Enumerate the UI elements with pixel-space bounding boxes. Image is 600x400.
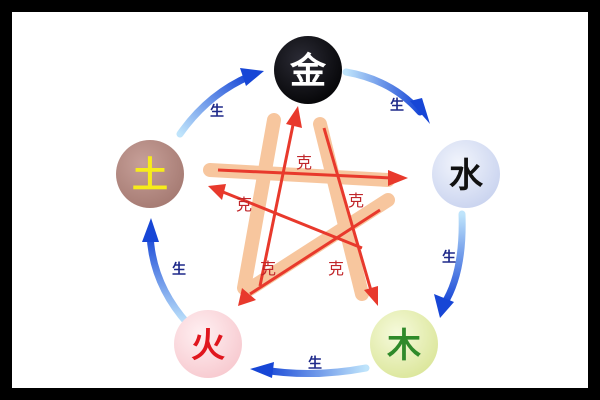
node-metal-label: 金 [289,50,327,92]
node-fire: 火 [174,310,242,378]
sheng-label-metal-water: 生 [390,97,404,114]
ke-label-right: 克 [348,191,364,210]
sheng-arrow-earth-to-metal [176,68,264,138]
ke-arrow-earth-to-water [217,168,408,186]
ke-label-bottom-right: 克 [328,259,344,278]
node-water: 水 [432,140,500,208]
sheng-arrow-water-to-wood [434,210,466,318]
node-wood-label: 木 [386,326,421,366]
sheng-arrow-fire-to-earth [142,218,192,328]
diagram-canvas: 生 生 生 生 生 克 克 克 克 克 金 水 [12,12,588,388]
five-elements-diagram: 生 生 生 生 生 克 克 克 克 克 金 水 [116,36,500,378]
ke-label-bottom-left: 克 [260,259,276,278]
ke-arrow-metal-to-wood [322,127,378,306]
ke-label-top: 克 [296,153,312,172]
sheng-arrow-wood-to-fire [250,362,370,378]
node-wood: 木 [370,310,438,378]
sheng-arrow-metal-to-water [342,68,430,124]
sheng-label-fire-earth: 生 [172,261,186,278]
sheng-label-earth-metal: 生 [210,103,224,120]
sheng-label-wood-fire: 生 [308,355,322,372]
node-water-label: 水 [449,156,484,196]
node-earth: 土 [116,140,184,208]
ke-arrow-fire-to-metal [258,106,302,287]
ke-label-left: 克 [236,195,252,214]
node-fire-label: 火 [191,326,225,366]
node-metal: 金 [274,36,342,104]
node-earth-label: 土 [132,155,168,196]
sheng-label-water-wood: 生 [442,249,456,266]
ke-arrow-water-to-fire [238,208,381,306]
